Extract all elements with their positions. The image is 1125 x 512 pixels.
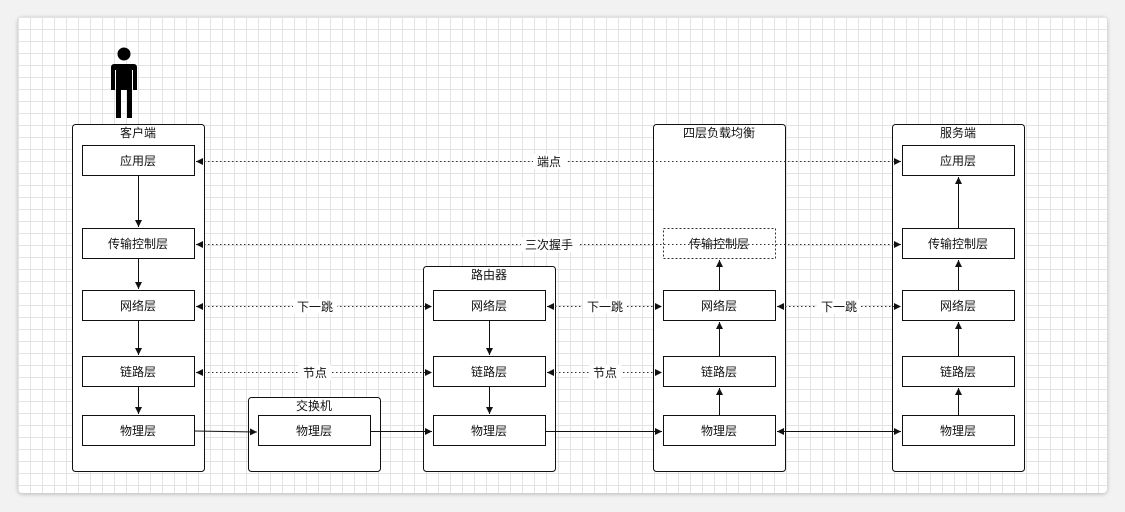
svg-text:应用层: 应用层 bbox=[120, 153, 156, 168]
client-title: 客户端 bbox=[120, 125, 156, 140]
svg-text:链路层: 链路层 bbox=[120, 364, 156, 379]
router-l4lb-next-hop-label: 下一跳 bbox=[583, 299, 627, 314]
svg-text:下一跳: 下一跳 bbox=[821, 300, 857, 314]
user-person-icon bbox=[111, 47, 137, 118]
client-network-layer: 网络层 bbox=[82, 290, 195, 321]
router-link-layer: 链路层 bbox=[433, 356, 546, 387]
server-physical-layer: 物理层 bbox=[902, 415, 1015, 446]
l4lb-physical-layer: 物理层 bbox=[663, 415, 776, 446]
l4lb-network-layer: 网络层 bbox=[663, 290, 776, 321]
svg-text:节点: 节点 bbox=[593, 366, 617, 380]
svg-text:下一跳: 下一跳 bbox=[587, 300, 623, 314]
svg-text:链路层: 链路层 bbox=[701, 364, 737, 379]
server-application-layer: 应用层 bbox=[902, 145, 1015, 176]
client-application-layer: 应用层 bbox=[82, 145, 195, 176]
l4lb-title: 四层负载均衡 bbox=[683, 126, 755, 140]
svg-text:应用层: 应用层 bbox=[940, 153, 976, 168]
server-link-layer: 链路层 bbox=[902, 356, 1015, 387]
router-l4lb-node-label: 节点 bbox=[589, 365, 621, 380]
switch-title: 交换机 bbox=[296, 398, 332, 413]
svg-text:传输控制层: 传输控制层 bbox=[928, 236, 988, 251]
svg-text:物理层: 物理层 bbox=[120, 424, 156, 438]
svg-text:链路层: 链路层 bbox=[471, 364, 507, 379]
svg-text:网络层: 网络层 bbox=[701, 298, 737, 313]
server-title: 服务端 bbox=[940, 125, 976, 140]
client-transport-layer: 传输控制层 bbox=[82, 228, 195, 259]
svg-text:链路层: 链路层 bbox=[940, 364, 976, 379]
endpoint-label: 端点 bbox=[533, 154, 567, 169]
client-router-node-label: 节点 bbox=[299, 365, 331, 380]
switch-physical-layer: 物理层 bbox=[258, 415, 371, 446]
client-physical-layer: 物理层 bbox=[82, 415, 195, 446]
svg-text:网络层: 网络层 bbox=[120, 298, 156, 313]
l4lb-server-next-hop-label: 下一跳 bbox=[817, 299, 861, 314]
svg-text:物理层: 物理层 bbox=[296, 424, 332, 438]
svg-text:三次握手: 三次握手 bbox=[525, 237, 573, 252]
router-network-layer: 网络层 bbox=[433, 290, 546, 321]
l4lb-link-layer: 链路层 bbox=[663, 356, 776, 387]
network-diagram: 客户端 交换机 路由器 四层负载均衡 服务端 应用层 传输控制层 网络层 链路层… bbox=[72, 47, 1025, 472]
client-link-layer: 链路层 bbox=[82, 356, 195, 387]
router-physical-layer: 物理层 bbox=[433, 415, 546, 446]
router-title: 路由器 bbox=[471, 267, 507, 282]
svg-text:物理层: 物理层 bbox=[471, 424, 507, 438]
svg-text:物理层: 物理层 bbox=[701, 424, 737, 438]
client-to-switch-physical-link bbox=[194, 428, 258, 436]
svg-text:节点: 节点 bbox=[303, 366, 327, 380]
svg-text:下一跳: 下一跳 bbox=[297, 300, 333, 314]
server-transport-layer: 传输控制层 bbox=[902, 228, 1015, 259]
svg-text:端点: 端点 bbox=[537, 155, 561, 169]
handshake-label: 三次握手 bbox=[521, 237, 579, 252]
client-router-next-hop-label: 下一跳 bbox=[293, 299, 337, 314]
l4lb-transport-layer: 传输控制层 bbox=[663, 228, 776, 259]
svg-text:网络层: 网络层 bbox=[940, 298, 976, 313]
svg-text:网络层: 网络层 bbox=[471, 298, 507, 313]
svg-text:传输控制层: 传输控制层 bbox=[689, 236, 749, 251]
diagram-canvas: 客户端 交换机 路由器 四层负载均衡 服务端 应用层 传输控制层 网络层 链路层… bbox=[18, 17, 1107, 493]
svg-text:传输控制层: 传输控制层 bbox=[108, 236, 168, 251]
svg-text:物理层: 物理层 bbox=[940, 424, 976, 438]
server-network-layer: 网络层 bbox=[902, 290, 1015, 321]
